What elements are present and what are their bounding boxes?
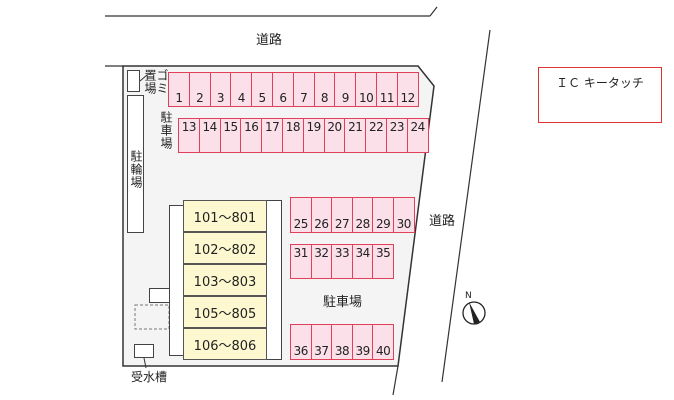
parking-spot: 20 bbox=[323, 118, 346, 153]
parking-spot: 14 bbox=[198, 118, 221, 153]
parking-spot: 15 bbox=[219, 118, 242, 153]
unit-1: 102～802 bbox=[183, 232, 267, 264]
bicycle-shelter bbox=[127, 95, 144, 233]
road-label-right: 道路 bbox=[429, 214, 456, 229]
parking-spot: 22 bbox=[365, 118, 387, 153]
parking-spot: 13 bbox=[178, 118, 200, 153]
unit-3: 105～805 bbox=[183, 296, 267, 328]
parking-spot: 5 bbox=[251, 72, 273, 107]
parking-spot: 23 bbox=[386, 118, 408, 153]
parking-spot: 7 bbox=[292, 72, 315, 107]
parking-spot: 29 bbox=[372, 197, 394, 233]
parking-spot: 17 bbox=[261, 118, 283, 153]
parking-spot: 1 bbox=[168, 72, 190, 107]
parking-spot: 9 bbox=[334, 72, 357, 107]
parking-spot: 37 bbox=[310, 324, 333, 360]
parking-spot: 38 bbox=[331, 324, 353, 360]
info-box: ＩＣ キータッチ bbox=[538, 67, 662, 123]
balcony bbox=[266, 200, 282, 360]
parking-label: 駐車場 bbox=[323, 295, 363, 310]
parking-spot: 11 bbox=[376, 72, 398, 107]
parking-spot: 18 bbox=[282, 118, 304, 153]
annex-box bbox=[149, 288, 170, 303]
water-tank-label: 受水槽 bbox=[131, 370, 168, 384]
parking-spot: 39 bbox=[351, 324, 374, 360]
parking-side-label: 駐車場 bbox=[159, 111, 173, 150]
compass-icon bbox=[462, 301, 486, 325]
compass-north-label: N bbox=[465, 291, 472, 301]
parking-spot: 32 bbox=[310, 244, 333, 279]
road-label-top: 道路 bbox=[256, 33, 283, 48]
parking-spot: 31 bbox=[290, 244, 312, 279]
parking-spot: 35 bbox=[372, 244, 394, 279]
unit-0: 101～801 bbox=[183, 200, 267, 232]
corridor bbox=[169, 205, 184, 356]
parking-spot: 19 bbox=[302, 118, 325, 153]
parking-spot: 33 bbox=[331, 244, 353, 279]
parking-spot: 3 bbox=[209, 72, 232, 107]
parking-spot: 4 bbox=[230, 72, 253, 107]
parking-spot: 2 bbox=[188, 72, 211, 107]
parking-spot: 12 bbox=[396, 72, 419, 107]
parking-spot: 8 bbox=[313, 72, 336, 107]
parking-spot: 40 bbox=[372, 324, 394, 360]
parking-spot: 30 bbox=[393, 197, 415, 233]
bicycle-label: 駐輪場 bbox=[129, 150, 143, 189]
parking-spot: 16 bbox=[240, 118, 263, 153]
parking-spot: 21 bbox=[344, 118, 367, 153]
garbage-label: ゴミ置場 bbox=[143, 69, 169, 95]
parking-spot: 6 bbox=[272, 72, 294, 107]
water-tank bbox=[134, 344, 154, 358]
parking-spot: 27 bbox=[331, 197, 353, 233]
parking-spot: 10 bbox=[355, 72, 377, 107]
parking-spot: 24 bbox=[406, 118, 429, 153]
unit-2: 103～803 bbox=[183, 264, 267, 296]
parking-spot: 25 bbox=[290, 197, 312, 233]
parking-spot: 28 bbox=[351, 197, 374, 233]
parking-spot: 26 bbox=[310, 197, 333, 233]
parking-spot: 34 bbox=[351, 244, 374, 279]
garbage-box bbox=[127, 70, 140, 92]
unit-4: 106～806 bbox=[183, 328, 267, 360]
parking-spot: 36 bbox=[290, 324, 312, 360]
